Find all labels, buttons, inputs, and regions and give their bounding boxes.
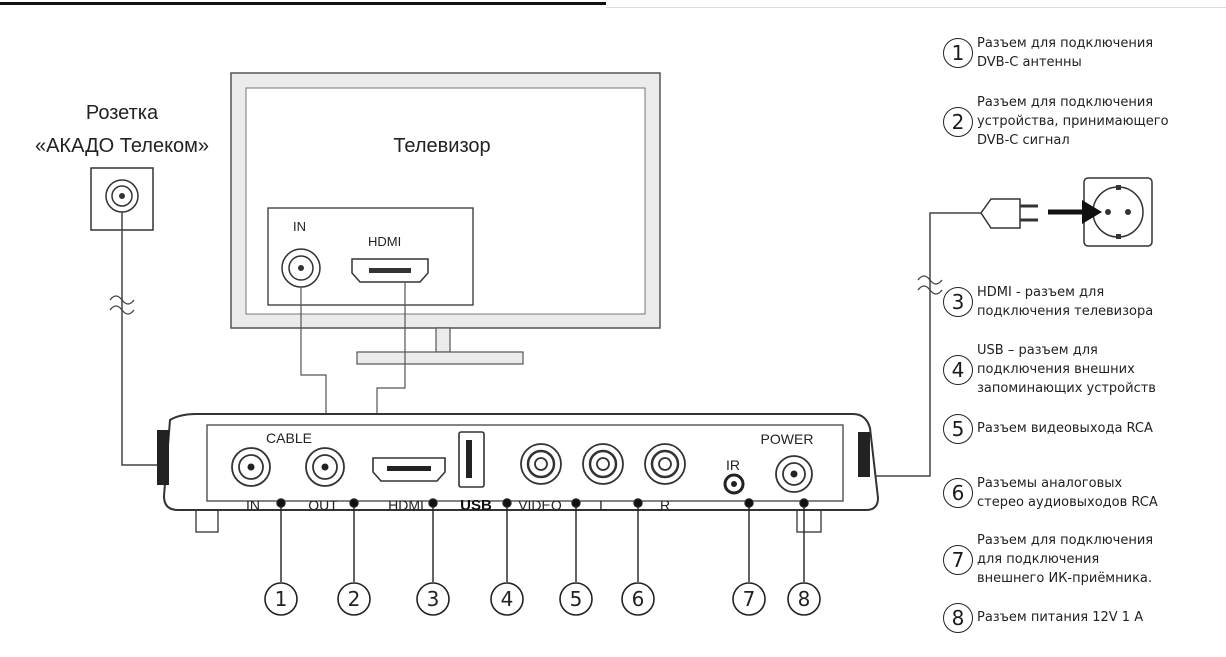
legend-description-line: DVB-C сигнал — [977, 133, 1070, 148]
legend-description-line: стерео аудиовыходов RCA — [977, 495, 1158, 510]
tv-stand-neck — [435, 327, 451, 353]
tv-title: Телевизор — [393, 135, 490, 157]
tv-port-in-label: IN — [293, 219, 306, 234]
callout-5: 5 — [570, 587, 583, 611]
header-rule — [0, 2, 606, 5]
legend-description-line: Разъем для подключения — [977, 95, 1154, 110]
callout-2: 2 — [348, 587, 361, 611]
wall-socket: Розетка «АКАДО Телеком» — [35, 102, 209, 231]
power-outlet — [1083, 177, 1153, 247]
legend-number-badge: 8 — [943, 603, 973, 633]
legend-description: Разъем для подключения для подключения вне… — [977, 531, 1153, 588]
power-label: POWER — [761, 431, 814, 447]
tv-antenna-cable — [300, 287, 327, 450]
port-label-out: OUT — [308, 497, 338, 513]
cable-break-mark — [109, 295, 135, 315]
legend-description-line: запоминающих устройств — [977, 381, 1156, 396]
legend-item: 6 Разъемы аналоговых стерео аудиовыходов R… — [943, 474, 1158, 512]
port-label-usb: USB — [460, 497, 492, 514]
legend-item: 7 Разъем для подключения для подключения вн… — [943, 531, 1153, 588]
legend-description-line: для подключения — [977, 552, 1100, 567]
callout-7: 7 — [743, 587, 756, 611]
legend-number-badge: 2 — [943, 106, 973, 137]
callout-6: 6 — [632, 587, 645, 611]
legend-item: 5 Разъем видеовыхода RCA — [943, 414, 1153, 444]
legend-description: HDMI - разъем для подключения телевизора — [977, 283, 1153, 321]
legend-description-line: DVB-C антенны — [977, 55, 1082, 70]
legend-description: Разъемы аналоговых стерео аудиовыходов RC… — [977, 474, 1158, 512]
legend-description-line: внешнего ИК-приёмника. — [977, 571, 1153, 586]
legend-description-line: Разъем для подключения — [977, 36, 1154, 51]
legend-description: Разъем питания 12V 1 A — [977, 608, 1143, 627]
legend-number-badge: 6 — [943, 478, 973, 508]
receiver-box: CABLE POWER IN O — [157, 413, 880, 533]
callout-leaders — [276, 498, 809, 582]
tv-port-panel — [267, 207, 474, 306]
legend-description-line: USB – разъем для — [977, 343, 1098, 358]
legend-number-badge: 7 — [943, 544, 973, 575]
port-label-hdmi: HDMI — [388, 497, 424, 513]
tv-port-hdmi-label: HDMI — [368, 234, 401, 249]
legend-description-line: Разъемы аналоговых — [977, 476, 1123, 491]
television: Телевизор IN HDMI — [230, 72, 661, 365]
port-label-video: VIDEO — [518, 497, 562, 513]
legend-description-line: HDMI - разъем для — [977, 285, 1105, 300]
power-cable-break-mark — [917, 275, 943, 295]
legend-item: 4 USB – разъем для подключения внешних запо… — [943, 341, 1156, 398]
legend-description-line: подключения внешних — [977, 362, 1135, 377]
legend-description-line: Разъем для подключения — [977, 533, 1154, 548]
legend-description: USB – разъем для подключения внешних запом… — [977, 341, 1156, 398]
legend-description-line: Разъем питания 12V 1 A — [977, 610, 1144, 625]
callout-markers: 1 2 3 4 5 6 7 8 — [264, 582, 821, 616]
receiver-foot-left — [195, 507, 219, 533]
legend-description-line: устройства, принимающего — [977, 114, 1169, 129]
legend-description-line: Разъем видеовыхода RCA — [977, 421, 1153, 436]
legend-number-badge: 3 — [943, 287, 973, 317]
cable-label: CABLE — [266, 430, 312, 446]
callout-4: 4 — [501, 587, 514, 611]
power-plug — [980, 198, 1102, 229]
legend-number-badge: 4 — [943, 354, 973, 385]
callout-8: 8 — [798, 587, 811, 611]
receiver-foot-right — [796, 507, 822, 533]
port-label-in: IN — [246, 497, 260, 513]
socket-title-line2: «АКАДО Телеком» — [35, 135, 209, 157]
legend-item: 2 Разъем для подключения устройства, прини… — [943, 93, 1169, 150]
tv-stand-base — [356, 351, 524, 365]
socket-title-line1: Розетка — [86, 102, 159, 124]
legend-number-badge: 5 — [943, 414, 973, 444]
legend-number-badge: 1 — [943, 38, 973, 68]
port-label-ir: IR — [726, 457, 740, 473]
callout-3: 3 — [427, 587, 440, 611]
socket-jack-pin — [119, 193, 125, 199]
callout-1: 1 — [275, 587, 288, 611]
legend-item: 3 HDMI - разъем для подключения телевизора — [943, 283, 1153, 321]
legend-description: Разъем для подключения устройства, приним… — [977, 93, 1169, 150]
legend-description: Разъем видеовыхода RCA — [977, 419, 1153, 438]
legend-description-line: подключения телевизора — [977, 304, 1154, 319]
header-divider — [606, 7, 1226, 8]
port-label-l: L — [599, 497, 607, 513]
port-label-r: R — [660, 497, 670, 513]
power-cable — [875, 212, 981, 477]
legend-item: 8 Разъем питания 12V 1 A — [943, 603, 1143, 633]
